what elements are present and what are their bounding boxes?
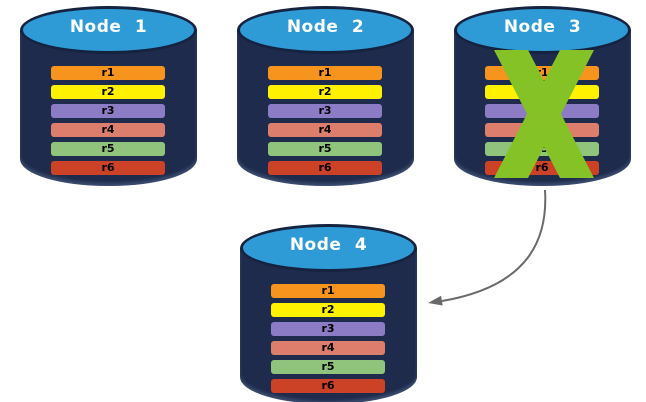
arrow-curve	[441, 189, 547, 302]
replica-row: r5	[268, 142, 382, 156]
node-title: Node 1	[69, 17, 148, 37]
replica-row: r5	[271, 360, 385, 374]
replica-row: r1	[271, 284, 385, 298]
cylinder-top	[240, 224, 417, 272]
node-4-cylinder: Node 4 r1 r2 r3 r4 r5 r6	[240, 224, 417, 402]
node-3-cylinder: Node 3 r1 r2 r3 r4 r5 r6	[454, 6, 631, 186]
failure-x-icon	[494, 50, 594, 178]
cylinder-top	[237, 6, 414, 54]
replica-row: r6	[51, 161, 165, 175]
replica-row: r3	[268, 104, 382, 118]
replica-row: r2	[271, 303, 385, 317]
replica-row: r6	[268, 161, 382, 175]
curved-arrow-icon	[428, 189, 547, 306]
node-title: Node 2	[286, 17, 365, 37]
x-arm	[494, 50, 594, 178]
replica-rows: r1 r2 r3 r4 r5 r6	[237, 6, 414, 186]
replica-row: r3	[271, 322, 385, 336]
replica-row: r4	[271, 341, 385, 355]
replica-row: r4	[268, 123, 382, 137]
node-1-cylinder: Node 1 r1 r2 r3 r4 r5 r6	[20, 6, 197, 186]
replica-row: r1	[268, 66, 382, 80]
node-2-cylinder: Node 2 r1 r2 r3 r4 r5 r6	[237, 6, 414, 186]
cylinder-top	[20, 6, 197, 54]
replica-row: r1	[51, 66, 165, 80]
replica-row: r3	[51, 104, 165, 118]
replica-rows: r1 r2 r3 r4 r5 r6	[240, 224, 417, 402]
cylinder-top	[454, 6, 631, 54]
node-title: Node 4	[289, 235, 368, 255]
replica-row: r2	[51, 85, 165, 99]
arrow-head	[428, 295, 443, 306]
replica-row: r6	[271, 379, 385, 393]
replica-row: r4	[51, 123, 165, 137]
node-title: Node 3	[503, 17, 582, 37]
replica-row: r5	[51, 142, 165, 156]
replica-row: r2	[268, 85, 382, 99]
replica-rows: r1 r2 r3 r4 r5 r6	[20, 6, 197, 186]
